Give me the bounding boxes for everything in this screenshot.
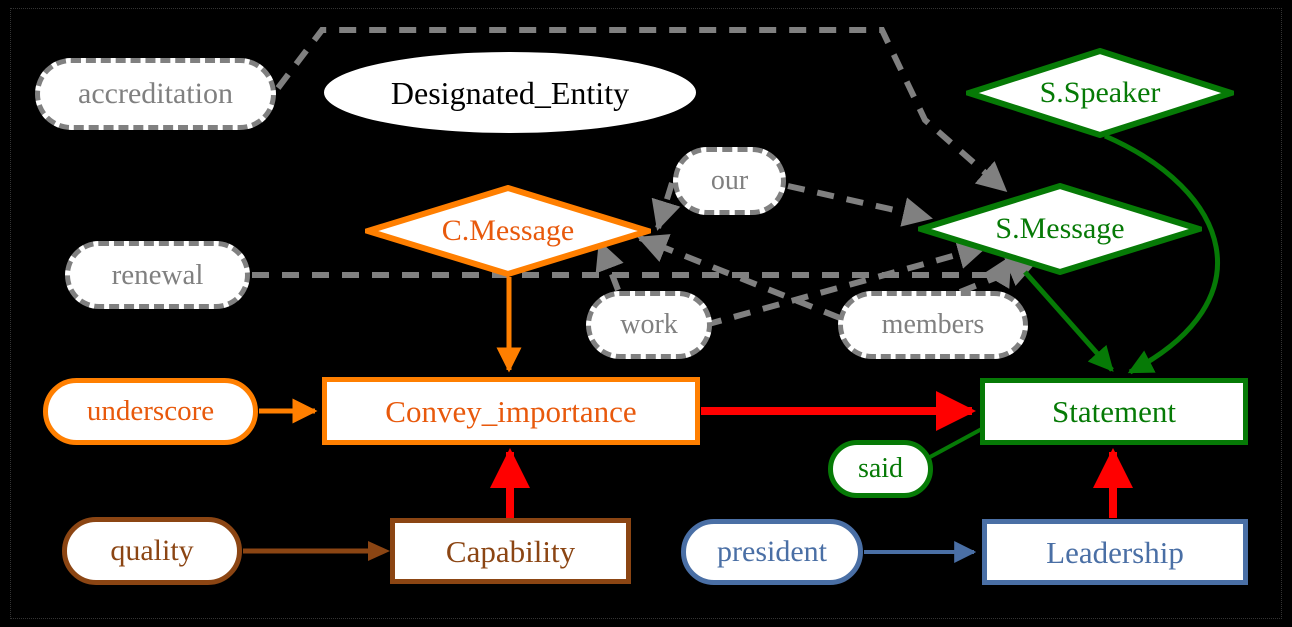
node-work[interactable]: work xyxy=(586,291,712,359)
edge-smessage-statement xyxy=(1023,270,1114,372)
node-label-renewal: renewal xyxy=(111,258,204,291)
diamond-shape-s_speaker xyxy=(966,48,1234,138)
node-renewal[interactable]: renewal xyxy=(65,241,250,309)
node-label-c_message: C.Message xyxy=(441,214,575,247)
node-label-leadership: Leadership xyxy=(1046,534,1184,570)
diamond-shape-s_message xyxy=(918,183,1202,275)
diamond-shape-c_message xyxy=(365,185,651,277)
node-quality[interactable]: quality xyxy=(62,517,242,585)
node-capability[interactable]: Capability xyxy=(390,518,631,584)
node-label-statement: Statement xyxy=(1052,394,1176,429)
node-label-designated_entity: Designated_Entity xyxy=(390,74,630,111)
edge-quality-capability-arrow xyxy=(368,541,390,561)
edge-our-cmessage xyxy=(651,182,681,231)
node-label-s_message: S.Message xyxy=(995,212,1125,245)
node-our[interactable]: our xyxy=(673,147,786,215)
node-underscore[interactable]: underscore xyxy=(43,378,258,445)
node-designated_entity[interactable]: Designated_Entity xyxy=(324,52,696,133)
node-label-work: work xyxy=(620,309,678,340)
edge-our-smessage xyxy=(787,183,933,227)
node-leadership[interactable]: Leadership xyxy=(982,519,1248,585)
node-members[interactable]: members xyxy=(838,291,1028,359)
node-accreditation[interactable]: accreditation xyxy=(35,58,276,130)
node-c_message[interactable]: C.Message xyxy=(365,185,651,277)
node-convey_importance[interactable]: Convey_importance xyxy=(322,377,700,445)
node-label-quality: quality xyxy=(110,534,194,567)
node-president[interactable]: president xyxy=(681,519,863,585)
node-said[interactable]: said xyxy=(828,440,933,498)
node-label-accreditation: accreditation xyxy=(78,77,233,110)
node-s_speaker[interactable]: S.Speaker xyxy=(966,48,1234,138)
node-label-president: president xyxy=(717,535,827,568)
node-label-underscore: underscore xyxy=(86,395,215,427)
node-label-said: said xyxy=(857,453,904,484)
node-label-capability: Capability xyxy=(445,533,576,569)
node-s_message[interactable]: S.Message xyxy=(918,183,1202,275)
node-statement[interactable]: Statement xyxy=(980,378,1248,445)
node-label-s_speaker: S.Speaker xyxy=(1039,76,1161,109)
node-label-our: our xyxy=(710,165,749,196)
node-label-convey_importance: Convey_importance xyxy=(385,393,637,429)
node-label-members: members xyxy=(881,309,985,340)
